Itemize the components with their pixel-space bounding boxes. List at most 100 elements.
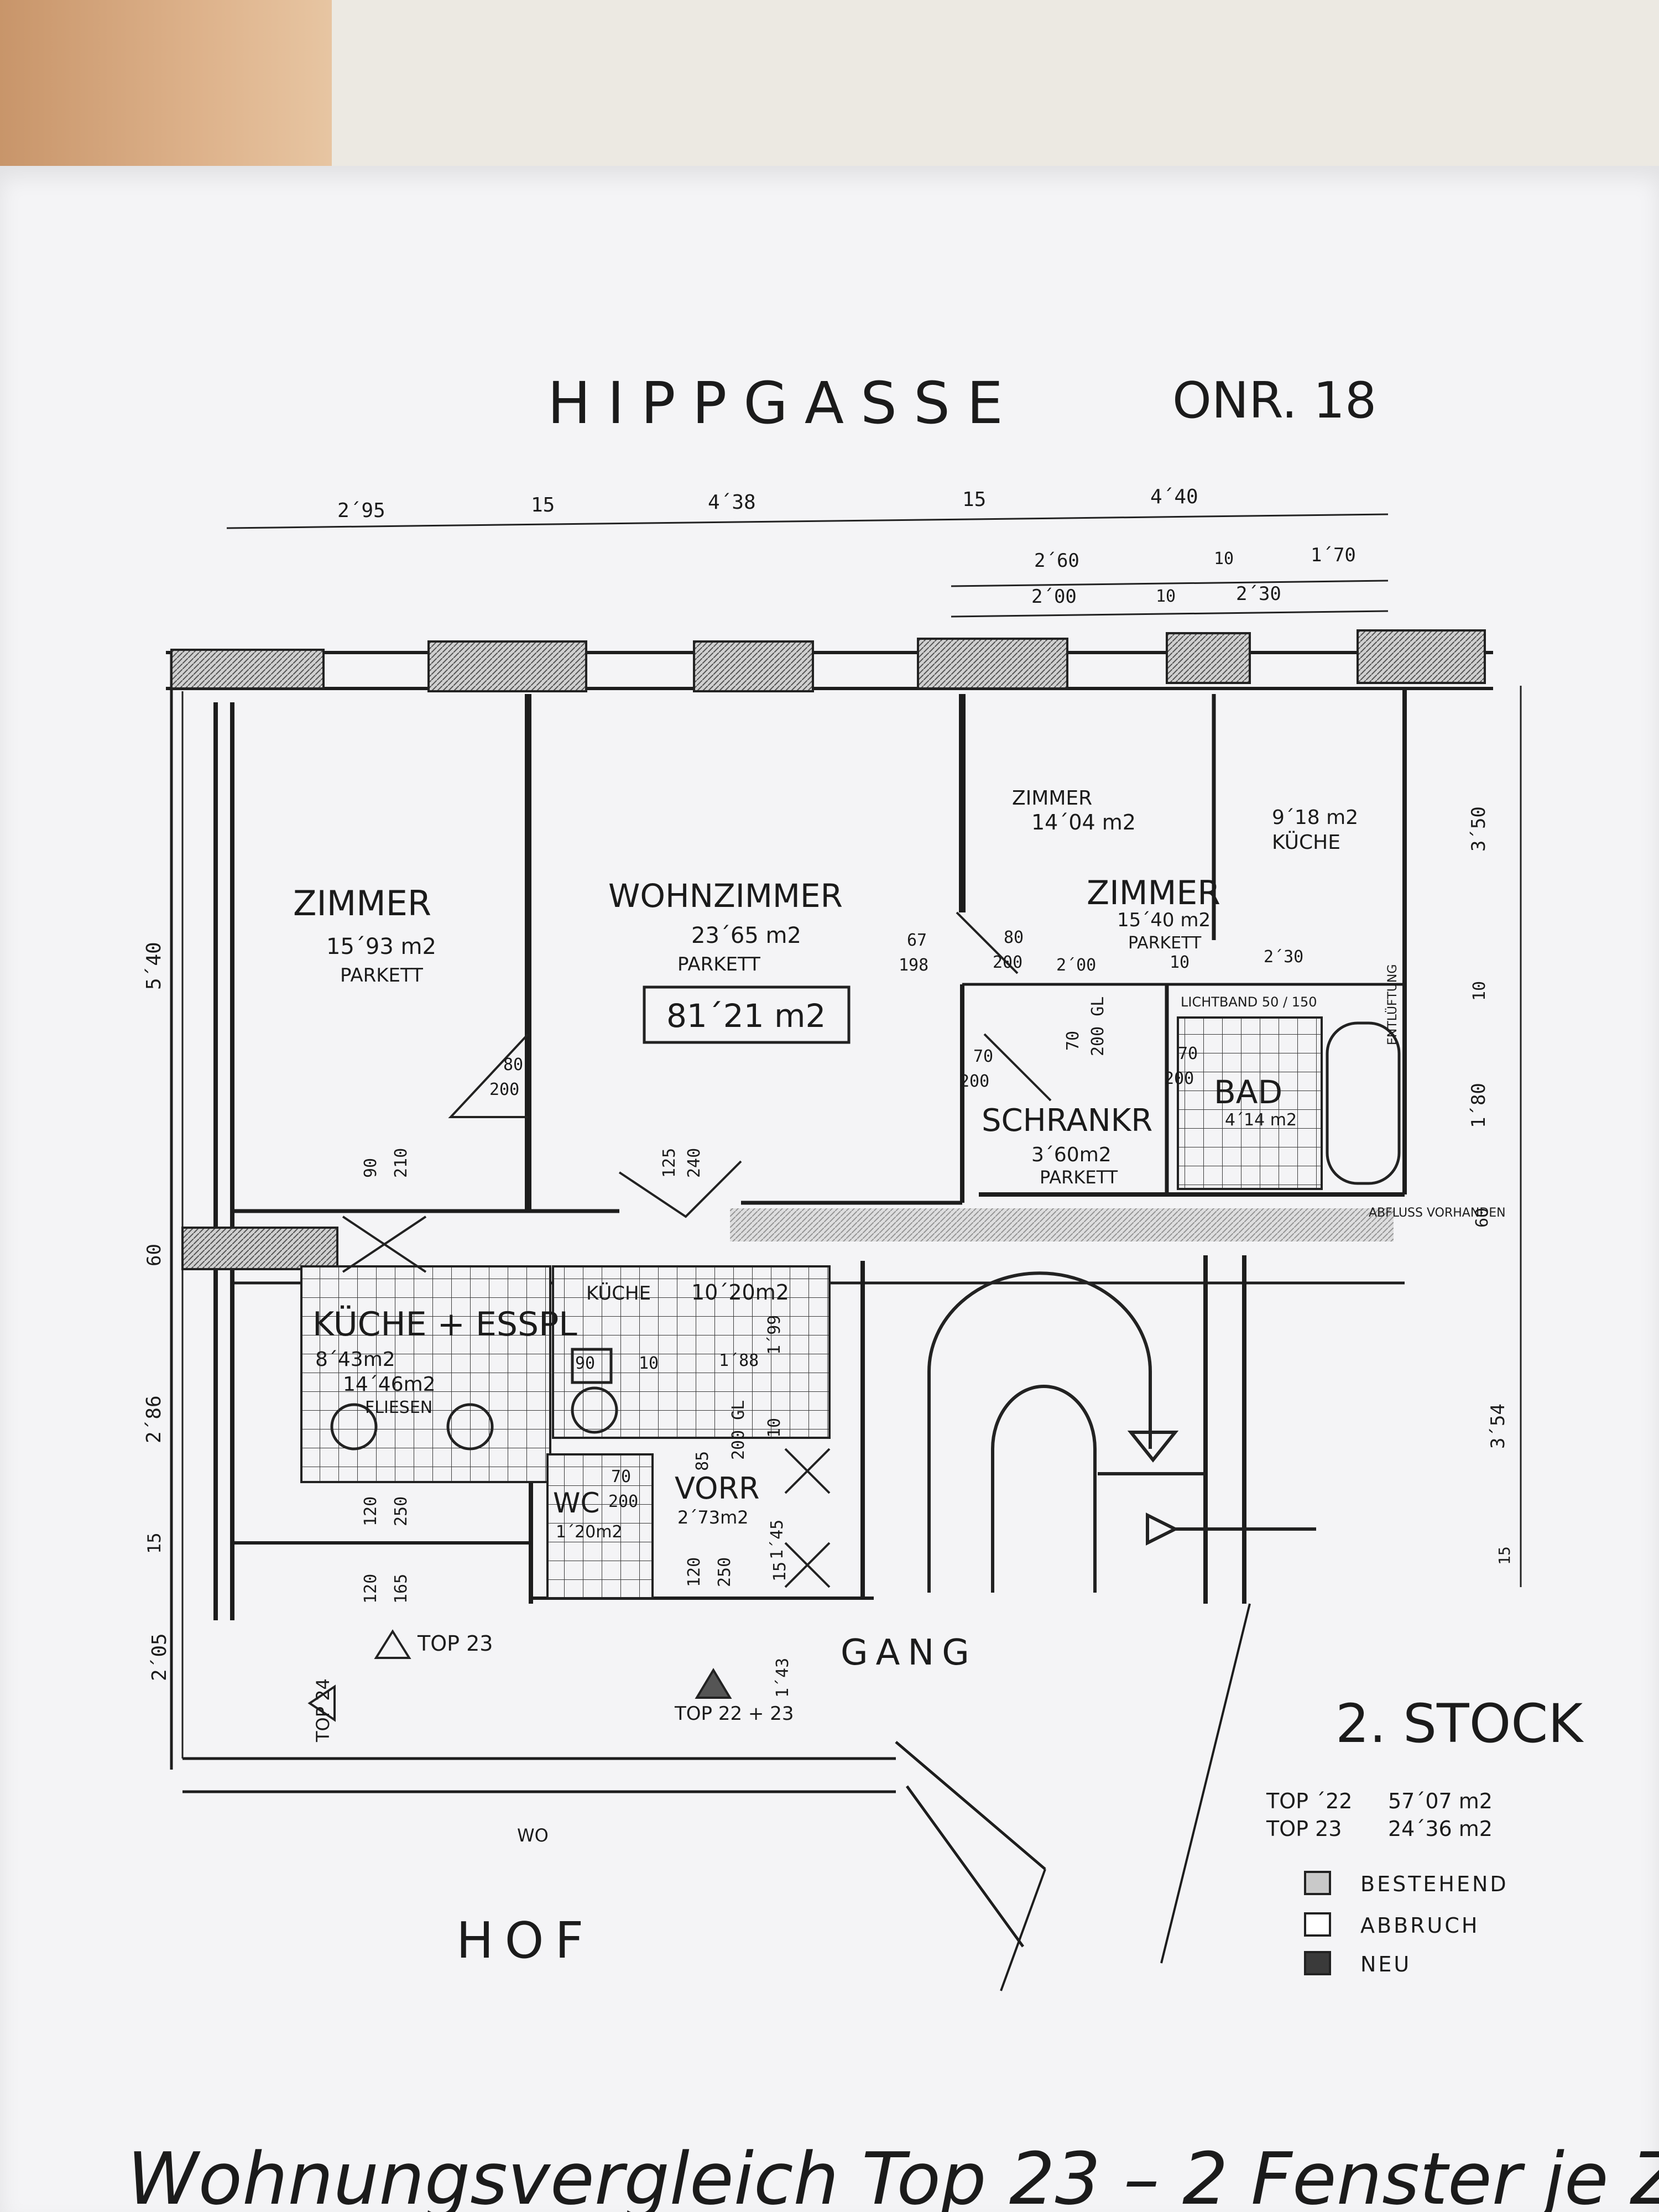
room-floor: PARKETT [340, 964, 423, 987]
corridor-label: GANG [841, 1632, 977, 1673]
room-name: BAD [1214, 1073, 1282, 1111]
legend: BESTEHEND ABBRUCH NEU [1304, 1871, 1509, 1976]
room-floor: PARKETT [677, 953, 760, 975]
room-area: 9´18 m2 [1272, 806, 1358, 829]
dim-label: 80 [1004, 928, 1024, 947]
windows [170, 629, 1486, 1270]
top24-marker-label: TOP 24 [312, 1678, 333, 1743]
dim-label: 120 [361, 1574, 380, 1604]
dim-label: 3´50 [1468, 806, 1490, 852]
dim-label: 60 [1473, 1208, 1492, 1228]
top-markers: TOP 23 TOP 24 TOP 22 + 23 WO [307, 1629, 794, 1846]
dim-label: 120 [361, 1496, 380, 1526]
dim-label: 4´40 [1150, 486, 1198, 508]
dim-label: 200 [1164, 1069, 1194, 1088]
dim-label: 200 [993, 953, 1022, 972]
room-name: ZIMMER [1087, 874, 1220, 912]
legend-label: BESTEHEND [1360, 1872, 1509, 1896]
summary-value: 24´36 m2 [1388, 1817, 1493, 1841]
dim-label: 15 [531, 494, 555, 517]
room-name: VORR [675, 1471, 760, 1506]
dim-label: 2´30 [1236, 583, 1281, 605]
dim-label: 4´38 [708, 491, 756, 514]
summary-value: 57´07 m2 [1388, 1789, 1493, 1813]
dim-label: 200 [959, 1072, 989, 1091]
dim-label: 1´99 [765, 1315, 784, 1355]
room-area: 10´20m2 [691, 1280, 789, 1305]
summary-label: TOP ´22 [1266, 1789, 1352, 1813]
dim-label: 90 [361, 1158, 380, 1178]
room-area: 15´93 m2 [326, 934, 436, 959]
wall-background [332, 0, 1659, 182]
dim-label: 10 [1470, 981, 1489, 1001]
dim-label: 210 [392, 1148, 411, 1178]
dim-label: 90 [575, 1354, 595, 1373]
room-area: 8´43m2 [315, 1348, 395, 1371]
door-dimensions: 80 200 90 210 125 240 67 198 80 200 2´00… [361, 928, 1303, 1698]
room-name: KÜCHE [1272, 831, 1340, 854]
dim-label: 1´70 [1311, 544, 1356, 566]
room-name: KÜCHE [586, 1282, 651, 1305]
kitchen-inner-tiles [552, 1265, 831, 1439]
total-area: 81´21 m2 [666, 997, 826, 1035]
courtyard-label: HOF [456, 1912, 594, 1970]
street-title: HIPPGASSE [547, 369, 1020, 437]
dim-label: 2´86 [143, 1395, 165, 1443]
door-swings [342, 911, 1052, 1588]
walls [166, 651, 1493, 1991]
top24-triangle-icon [307, 1684, 336, 1722]
dim-label: 67 [907, 931, 927, 950]
room-floor: FLIESEN [365, 1398, 432, 1417]
dim-label: 1´45 [768, 1520, 787, 1559]
room-area: 14´46m2 [343, 1373, 436, 1396]
room-name: KÜCHE + ESSPL [312, 1305, 577, 1344]
room-area: 23´65 m2 [691, 923, 801, 948]
dim-label: 165 [392, 1574, 411, 1604]
dim-label: 3´54 [1487, 1404, 1509, 1449]
dim-label: 60 [143, 1244, 165, 1266]
dim-label: 120 [685, 1557, 704, 1587]
summary-label: TOP 23 [1266, 1817, 1342, 1841]
dim-label: 1´43 [773, 1658, 792, 1698]
room-area: 3´60m2 [1031, 1144, 1112, 1166]
legend-label: ABBRUCH [1360, 1913, 1479, 1938]
legend-swatch-abbruch [1304, 1912, 1331, 1937]
dim-label: 10 [1170, 953, 1190, 972]
floor-plan-sheet [0, 166, 1659, 2212]
total-area-box [643, 985, 851, 1044]
dim-label: 5´40 [143, 942, 165, 990]
dim-label: 85 [693, 1451, 712, 1471]
top23-triangle-icon [374, 1629, 411, 1659]
dim-label: 1´88 [719, 1351, 759, 1370]
top2223-marker-label: TOP 22 + 23 [674, 1703, 794, 1725]
legend-swatch-bestehend [1304, 1871, 1331, 1895]
corridor-band [730, 1208, 1394, 1241]
top2223-triangle-icon [695, 1668, 732, 1699]
dim-label: 2´05 [148, 1633, 171, 1681]
dim-label: 200 [608, 1492, 638, 1511]
dim-label: 2´95 [337, 499, 385, 522]
dim-label: 70 [1063, 1031, 1083, 1051]
dim-label: 200 GL [1088, 997, 1108, 1056]
floor-label: 2. STOCK [1335, 1693, 1584, 1755]
legend-swatch-neu [1304, 1951, 1331, 1975]
abfluss-note: ABFLUSS VORHANDEN [1369, 1206, 1506, 1220]
room-area: 4´14 m2 [1225, 1110, 1297, 1130]
dimension-lines [181, 513, 1522, 1759]
room-area: 2´73m2 [677, 1507, 749, 1528]
dim-label: 2´00 [1056, 956, 1096, 975]
dim-label: 200 GL [729, 1400, 748, 1460]
dim-label: 80 [503, 1055, 523, 1074]
dim-label: 70 [973, 1047, 993, 1066]
wo-label: WO [517, 1825, 549, 1846]
handwritten-note: Wohnungsvergleich Top 23 – 2 Fenster je … [127, 2137, 1659, 2212]
dim-label: 200 [489, 1080, 519, 1099]
legend-label: NEU [1360, 1952, 1411, 1976]
room-area: 15´40 m2 [1117, 909, 1211, 931]
house-number: ONR. 18 [1172, 372, 1376, 430]
dim-label: 10 [1214, 549, 1234, 568]
dim-label: 15 [770, 1562, 790, 1582]
room-name: WC [553, 1487, 599, 1519]
